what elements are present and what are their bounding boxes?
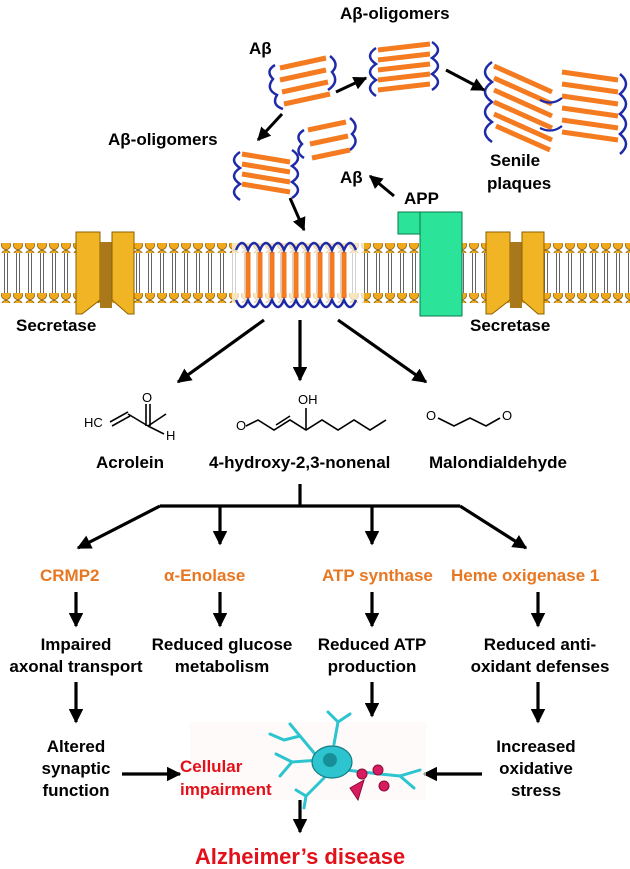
effect-heme-line2: oxidant defenses [471, 657, 610, 676]
acrolein-structure: HC O H [84, 390, 175, 443]
cellular-impairment-line2: impairment [180, 780, 272, 799]
abeta-oligomers-label-left: Aβ-oligomers [108, 130, 218, 149]
outcome-arrows [68, 682, 546, 834]
abeta-monomer-top [268, 55, 337, 111]
target-alpha-enolase: α-Enolase [164, 566, 245, 585]
target-atp-synthase: ATP synthase [322, 566, 433, 585]
outcome-synaptic-line2: synaptic [42, 759, 111, 778]
abeta-oligomers-label-top: Aβ-oligomers [340, 4, 450, 23]
senile-plaques-label-2: plaques [487, 174, 551, 193]
app-protein [397, 211, 463, 317]
abeta-membrane-pore [232, 238, 364, 309]
hne-oh-group: OH [298, 392, 318, 407]
app-label: APP [404, 189, 439, 208]
effect-crmp2-line2: axonal transport [9, 657, 143, 676]
senile-plaques-fibrils [483, 60, 628, 155]
secretase-left-protein [75, 231, 135, 315]
effect-enolase-line2: metabolism [175, 657, 269, 676]
effect-atp-line1: Reduced ATP [318, 635, 427, 654]
mda-o-atom-2: O [502, 408, 512, 423]
effect-atp-line2: production [328, 657, 417, 676]
target-branch-arrows [76, 484, 528, 550]
senile-plaques-label-1: Senile [490, 151, 540, 170]
target-heme-oxigenase-1: Heme oxigenase 1 [451, 566, 599, 585]
alzheimers-disease-label: Alzheimer’s disease [195, 844, 405, 869]
outcome-synaptic-line3: function [42, 781, 109, 800]
target-crmp2: CRMP2 [40, 566, 100, 585]
effect-enolase-line1: Reduced glucose [152, 635, 293, 654]
effect-heme-line1: Reduced anti- [484, 635, 596, 654]
abeta-monomer-right [297, 117, 357, 161]
outcome-oxidative-line2: oxidative [499, 759, 573, 778]
abeta-label-right: Aβ [340, 168, 363, 187]
neuron-illustration [190, 710, 426, 810]
aggregation-arrows [256, 68, 486, 232]
hne-label: 4-hydroxy-2,3-nonenal [209, 453, 390, 472]
mda-o-atom-1: O [426, 408, 436, 423]
target-effect-arrows [68, 592, 546, 628]
acrolein-hc-atom: HC [84, 415, 103, 430]
acrolein-o-atom: O [142, 390, 152, 405]
acrolein-h-atom: H [166, 428, 175, 443]
hne-structure: O OH [236, 392, 387, 433]
effect-crmp2-line1: Impaired [41, 635, 112, 654]
cellular-impairment-line1: Cellular [180, 757, 243, 776]
mda-label: Malondialdehyde [429, 453, 567, 472]
outcome-oxidative-line1: Increased [496, 737, 575, 756]
outcome-synaptic-line1: Altered [47, 737, 106, 756]
acrolein-label: Acrolein [96, 453, 164, 472]
mda-structure: O O [426, 408, 512, 427]
secretase-right-protein [485, 231, 545, 315]
secretase-left-label: Secretase [16, 316, 96, 335]
secretase-right-label: Secretase [470, 316, 550, 335]
hne-o-atom: O [236, 418, 246, 433]
outcome-oxidative-line3: stress [511, 781, 561, 800]
lipid-peroxidation-arrows [176, 318, 428, 384]
abeta-oligomer-top [368, 40, 440, 98]
abeta-label-top: Aβ [249, 39, 272, 58]
abeta-oligomer-left [232, 148, 300, 202]
